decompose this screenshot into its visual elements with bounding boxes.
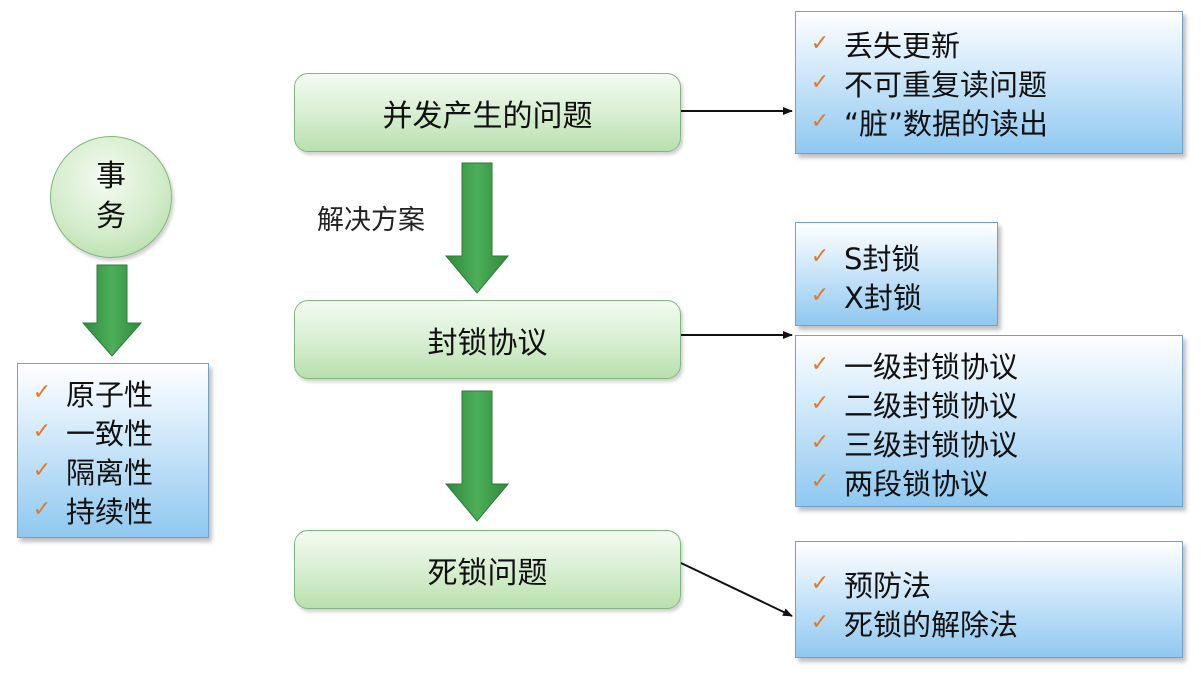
protocols-box: ✓一级封锁协议 ✓二级封锁协议 ✓三级封锁协议 ✓两段锁协议 xyxy=(795,335,1183,507)
deadlock-solutions-list: ✓预防法 ✓死锁的解除法 xyxy=(796,542,1182,642)
lock-types-list: ✓S封锁 ✓X封锁 xyxy=(796,223,997,315)
check-icon: ✓ xyxy=(810,70,830,95)
solution-label: 解决方案 xyxy=(317,205,425,236)
connector-deadlock xyxy=(680,562,793,617)
arrow-solution-down xyxy=(444,162,510,294)
problems-box: ✓丢失更新 ✓不可重复读问题 ✓“脏”数据的读出 xyxy=(795,11,1183,154)
list-item: ✓不可重复读问题 xyxy=(806,63,1182,102)
concurrency-problems-label: 并发产生的问题 xyxy=(382,98,593,134)
list-item: ✓隔离性 xyxy=(28,451,208,490)
arrow-lock-to-deadlock xyxy=(444,390,510,522)
list-item: ✓“脏”数据的读出 xyxy=(806,102,1182,141)
deadlock-node: 死锁问题 xyxy=(294,530,681,609)
lock-protocol-label: 封锁协议 xyxy=(427,325,548,361)
transaction-node: 事务 xyxy=(50,136,172,258)
lock-protocol-node: 封锁协议 xyxy=(294,300,681,379)
lock-types-box: ✓S封锁 ✓X封锁 xyxy=(795,222,998,326)
list-item: ✓一级封锁协议 xyxy=(806,345,1182,384)
check-icon: ✓ xyxy=(810,610,830,635)
transaction-properties-box: ✓原子性 ✓一致性 ✓隔离性 ✓持续性 xyxy=(17,363,209,538)
check-icon: ✓ xyxy=(32,419,52,444)
deadlock-label: 死锁问题 xyxy=(427,555,548,591)
check-icon: ✓ xyxy=(810,31,830,56)
check-icon: ✓ xyxy=(810,109,830,134)
check-icon: ✓ xyxy=(810,244,830,269)
check-icon: ✓ xyxy=(810,283,830,308)
list-item: ✓三级封锁协议 xyxy=(806,423,1182,462)
arrow-transaction-down xyxy=(81,264,143,357)
protocols-list: ✓一级封锁协议 ✓二级封锁协议 ✓三级封锁协议 ✓两段锁协议 xyxy=(796,336,1182,501)
list-item: ✓原子性 xyxy=(28,373,208,412)
transaction-title: 事务 xyxy=(96,159,126,234)
list-item: ✓S封锁 xyxy=(806,237,997,276)
check-icon: ✓ xyxy=(810,469,830,494)
list-item: ✓持续性 xyxy=(28,490,208,529)
transaction-properties-list: ✓原子性 ✓一致性 ✓隔离性 ✓持续性 xyxy=(18,364,208,529)
list-item: ✓X封锁 xyxy=(806,276,997,315)
check-icon: ✓ xyxy=(32,497,52,522)
check-icon: ✓ xyxy=(810,391,830,416)
list-item: ✓一致性 xyxy=(28,412,208,451)
check-icon: ✓ xyxy=(32,380,52,405)
list-item: ✓丢失更新 xyxy=(806,24,1182,63)
check-icon: ✓ xyxy=(32,458,52,483)
deadlock-solutions-box: ✓预防法 ✓死锁的解除法 xyxy=(795,541,1183,658)
check-icon: ✓ xyxy=(810,352,830,377)
list-item: ✓二级封锁协议 xyxy=(806,384,1182,423)
check-icon: ✓ xyxy=(810,430,830,455)
problems-list: ✓丢失更新 ✓不可重复读问题 ✓“脏”数据的读出 xyxy=(796,12,1182,141)
list-item: ✓预防法 xyxy=(806,564,1182,603)
concurrency-problems-node: 并发产生的问题 xyxy=(294,73,681,152)
check-icon: ✓ xyxy=(810,571,830,596)
list-item: ✓死锁的解除法 xyxy=(806,603,1182,642)
list-item: ✓两段锁协议 xyxy=(806,462,1182,501)
